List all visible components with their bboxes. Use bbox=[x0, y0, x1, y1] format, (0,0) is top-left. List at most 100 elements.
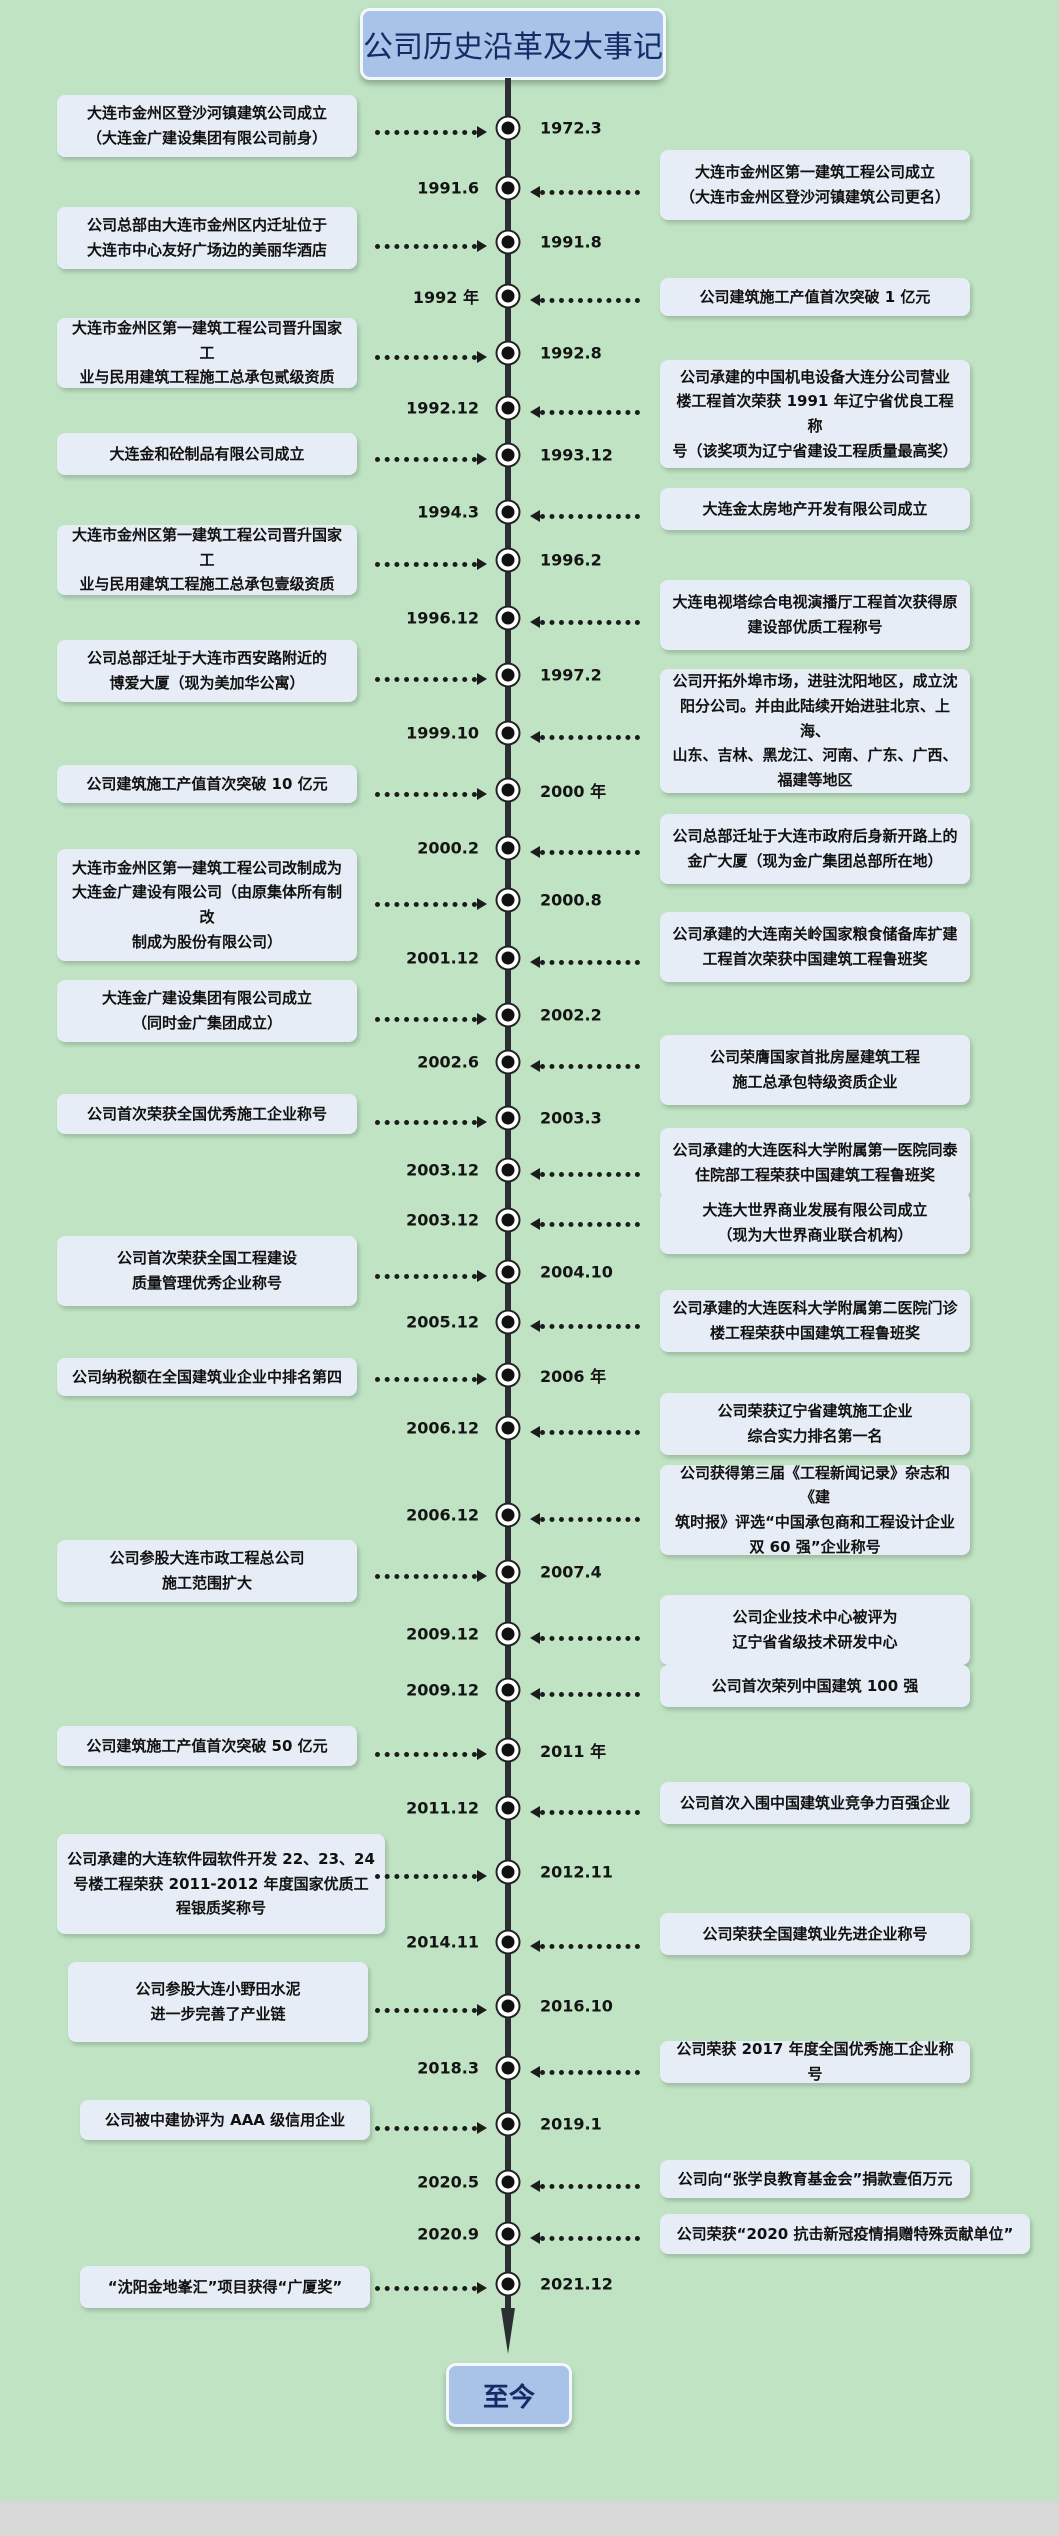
event-date: 2009.12 bbox=[406, 1624, 479, 1644]
connector-arrow bbox=[375, 898, 487, 910]
connector-arrow bbox=[375, 1373, 487, 1385]
event-date: 2020.5 bbox=[417, 2172, 479, 2192]
timeline-node bbox=[497, 722, 519, 744]
timeline-node bbox=[497, 549, 519, 571]
timeline-axis bbox=[505, 78, 511, 2313]
timeline-node bbox=[497, 1995, 519, 2017]
timeline-node bbox=[497, 1107, 519, 1129]
timeline-node bbox=[497, 1739, 519, 1761]
event-date: 1992.12 bbox=[406, 398, 479, 418]
event-date: 2007.4 bbox=[540, 1562, 602, 1582]
end-label: 至今 bbox=[446, 2363, 572, 2427]
connector-arrow bbox=[375, 1570, 487, 1582]
timeline-node bbox=[497, 1209, 519, 1231]
event-card: 大连市金州区登沙河镇建筑公司成立 （大连金广建设集团有限公司前身） bbox=[57, 95, 357, 157]
event-date: 2000.8 bbox=[540, 890, 602, 910]
event-date: 2003.3 bbox=[540, 1108, 602, 1128]
event-date: 1997.2 bbox=[540, 665, 602, 685]
connector-arrow bbox=[530, 2066, 640, 2078]
event-date: 2012.11 bbox=[540, 1862, 613, 1882]
connector-arrow bbox=[530, 1940, 640, 1952]
footer-strip bbox=[0, 2501, 1059, 2536]
event-card: 公司企业技术中心被评为 辽宁省省级技术研发中心 bbox=[660, 1595, 970, 1665]
event-card: 公司建筑施工产值首次突破 50 亿元 bbox=[57, 1726, 357, 1766]
timeline-node bbox=[497, 1679, 519, 1701]
timeline-node bbox=[497, 177, 519, 199]
event-card: 公司总部迁址于大连市政府后身新开路上的 金广大厦（现为金广集团总部所在地） bbox=[660, 814, 970, 884]
event-date: 2003.12 bbox=[406, 1160, 479, 1180]
connector-arrow bbox=[530, 731, 640, 743]
event-date: 2003.12 bbox=[406, 1210, 479, 1230]
event-card: 大连市金州区第一建筑工程公司晋升国家工 业与民用建筑工程施工总承包贰级资质 bbox=[57, 318, 357, 388]
connector-arrow bbox=[375, 2122, 487, 2134]
event-card: “沈阳金地峯汇”项目获得“广厦奖” bbox=[80, 2266, 370, 2308]
event-date: 2006 年 bbox=[540, 1367, 607, 1386]
event-card: 公司向“张学良教育基金会”捐款壹佰万元 bbox=[660, 2160, 970, 2198]
timeline-node bbox=[497, 1364, 519, 1386]
timeline-node bbox=[497, 501, 519, 523]
event-date: 2021.12 bbox=[540, 2274, 613, 2294]
event-card: 公司承建的大连医科大学附属第二医院门诊 楼工程荣获中国建筑工程鲁班奖 bbox=[660, 1290, 970, 1352]
event-date: 2016.10 bbox=[540, 1996, 613, 2016]
event-card: 公司荣获辽宁省建筑施工企业 综合实力排名第一名 bbox=[660, 1393, 970, 1455]
connector-arrow bbox=[530, 510, 640, 522]
event-card: 公司承建的大连南关岭国家粮食储备库扩建 工程首次荣获中国建筑工程鲁班奖 bbox=[660, 912, 970, 982]
timeline-node bbox=[497, 285, 519, 307]
timeline-node bbox=[497, 1797, 519, 1819]
event-date: 2011 年 bbox=[540, 1742, 607, 1761]
event-card: 公司被中建协评为 AAA 级信用企业 bbox=[80, 2100, 370, 2140]
connector-arrow bbox=[530, 1168, 640, 1180]
connector-arrow bbox=[530, 406, 640, 418]
connector-arrow bbox=[375, 558, 487, 570]
event-card: 公司建筑施工产值首次突破 10 亿元 bbox=[57, 765, 357, 803]
event-card: 公司承建的中国机电设备大连分公司营业 楼工程首次荣获 1991 年辽宁省优良工程… bbox=[660, 360, 970, 468]
timeline-node bbox=[497, 607, 519, 629]
timeline-node bbox=[497, 2057, 519, 2079]
timeline-node bbox=[497, 2223, 519, 2245]
event-card: 公司参股大连小野田水泥 进一步完善了产业链 bbox=[68, 1962, 368, 2042]
connector-arrow bbox=[530, 186, 640, 198]
event-date: 2020.9 bbox=[417, 2224, 479, 2244]
timeline-node bbox=[497, 397, 519, 419]
timeline-node bbox=[497, 1261, 519, 1283]
event-card: 大连金太房地产开发有限公司成立 bbox=[660, 488, 970, 530]
event-card: 公司首次入围中国建筑业竞争力百强企业 bbox=[660, 1782, 970, 1824]
event-date: 1991.6 bbox=[417, 178, 479, 198]
event-date: 1994.3 bbox=[417, 502, 479, 522]
timeline-node bbox=[497, 664, 519, 686]
event-card: 公司纳税额在全国建筑业企业中排名第四 bbox=[57, 1358, 357, 1396]
connector-arrow bbox=[375, 1013, 487, 1025]
event-card: 公司参股大连市政工程总公司 施工范围扩大 bbox=[57, 1540, 357, 1602]
event-card: 大连金和砼制品有限公司成立 bbox=[57, 433, 357, 475]
event-date: 2005.12 bbox=[406, 1312, 479, 1332]
timeline-node bbox=[497, 342, 519, 364]
timeline-node bbox=[497, 837, 519, 859]
timeline-node bbox=[497, 1561, 519, 1583]
connector-arrow bbox=[530, 956, 640, 968]
event-date: 2006.12 bbox=[406, 1505, 479, 1525]
timeline-node bbox=[497, 1861, 519, 1883]
timeline-node bbox=[497, 1931, 519, 1953]
connector-arrow bbox=[530, 846, 640, 858]
event-card: 公司荣获“2020 抗击新冠疫情捐赠特殊贡献单位” bbox=[660, 2214, 1030, 2254]
event-card: 公司首次荣列中国建筑 100 强 bbox=[660, 1665, 970, 1707]
event-card: 公司承建的大连软件园软件开发 22、23、24 号楼工程荣获 2011-2012… bbox=[57, 1834, 385, 1934]
connector-arrow bbox=[375, 453, 487, 465]
timeline-node bbox=[497, 889, 519, 911]
event-date: 2006.12 bbox=[406, 1418, 479, 1438]
timeline-node bbox=[497, 1159, 519, 1181]
connector-arrow bbox=[530, 1218, 640, 1230]
event-card: 大连电视塔综合电视演播厅工程首次获得原 建设部优质工程称号 bbox=[660, 580, 970, 650]
event-date: 2014.11 bbox=[406, 1932, 479, 1952]
event-card: 公司首次荣获全国优秀施工企业称号 bbox=[57, 1094, 357, 1134]
connector-arrow bbox=[530, 1688, 640, 1700]
connector-arrow bbox=[530, 2180, 640, 2192]
event-date: 2001.12 bbox=[406, 948, 479, 968]
timeline-node bbox=[497, 231, 519, 253]
timeline-node bbox=[497, 947, 519, 969]
event-date: 2000.2 bbox=[417, 838, 479, 858]
event-card: 公司建筑施工产值首次突破 1 亿元 bbox=[660, 278, 970, 316]
event-date: 1991.8 bbox=[540, 232, 602, 252]
connector-arrow bbox=[530, 2232, 640, 2244]
connector-arrow bbox=[530, 1806, 640, 1818]
